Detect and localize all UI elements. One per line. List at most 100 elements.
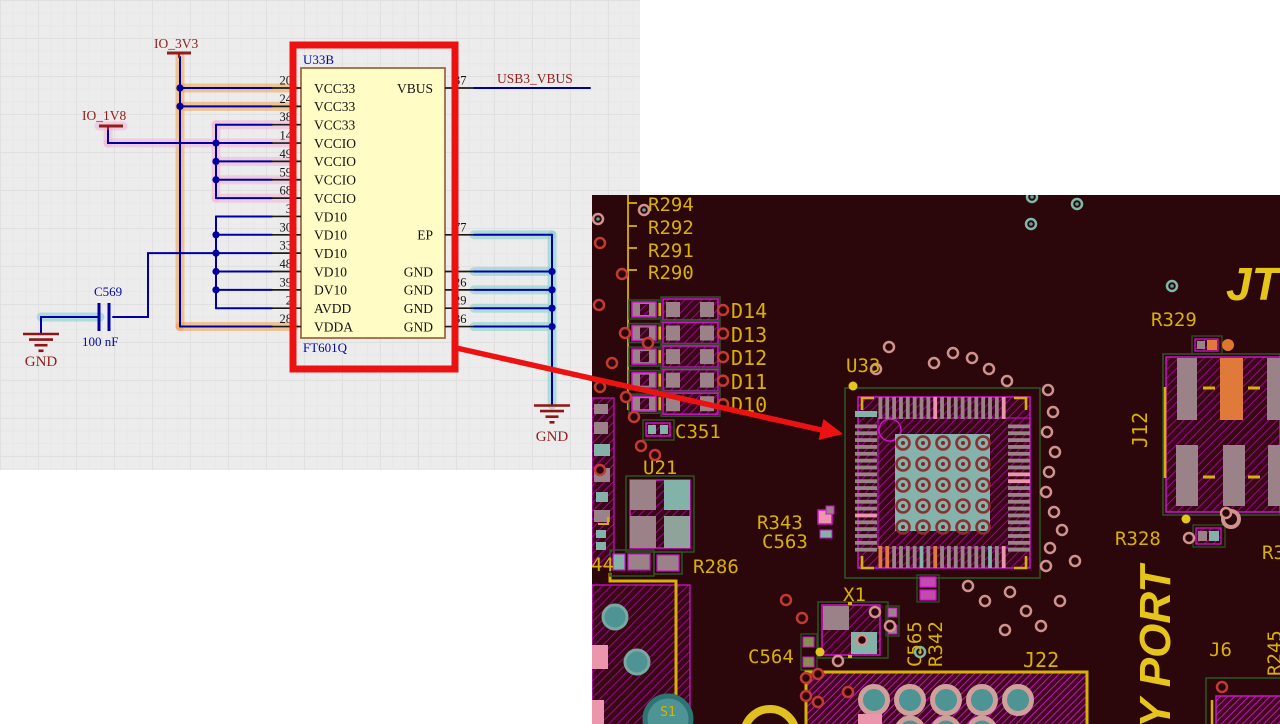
via [1046,405,1060,419]
pad [700,325,714,341]
pad [1008,445,1030,449]
silk-label: J6 [1209,639,1232,661]
silk-label: C351 [675,421,721,443]
pad [1209,531,1219,541]
thermal-via [975,519,991,535]
silk-label: X1 [843,584,866,606]
pad [855,506,877,511]
pad [1008,465,1030,470]
silk-dashes [1163,386,1260,479]
thermal-via [895,519,911,535]
r342-footprint[interactable] [916,574,940,603]
via [1047,505,1061,519]
pad [1008,540,1030,545]
silk-label: Y PORT [1131,563,1180,724]
pad [594,510,610,522]
thermal-via [915,477,931,493]
diode-footprint[interactable] [628,366,730,394]
pad [660,425,668,434]
left-edge-connector[interactable] [592,397,615,567]
pad [855,527,877,532]
via [811,695,825,709]
through-hole-pad [930,684,962,716]
thermal-via [955,477,971,493]
pad [630,516,656,548]
pad [1008,527,1030,532]
via [615,267,629,281]
pad [887,607,898,618]
via [982,362,996,376]
via [1003,585,1017,599]
pad [912,546,917,568]
diode-footprint[interactable] [628,390,730,417]
pad [855,499,877,504]
component-part-number: FT601Q [303,340,348,355]
thermal-via [955,435,971,451]
capacitor-value: 100 nF [82,334,118,349]
silk-label: R286 [693,556,739,578]
via [831,654,845,668]
pad [855,547,877,552]
pad [919,397,924,419]
j6-connector[interactable] [1205,677,1280,724]
pad [912,397,917,419]
pad [878,397,883,419]
via [605,356,619,370]
via [1042,465,1056,479]
via [648,448,662,462]
via [883,619,897,633]
u21-footprint[interactable] [625,475,695,553]
via [965,351,979,365]
silk-mark [658,350,661,364]
pad [885,546,890,568]
silk-label: R342 [925,621,947,667]
pad [592,645,608,669]
bottom-left-copper-region[interactable] [592,573,694,724]
pad [612,553,626,571]
pin-number: 26 [454,275,467,289]
thermal-via [975,456,991,472]
silk-label: R291 [648,240,694,262]
pad [1008,451,1030,456]
through-hole-pad [858,684,890,716]
pin-number: 2 [286,294,292,308]
pad [1008,534,1030,538]
r329-footprint[interactable] [1191,335,1223,355]
pad [700,302,714,317]
via [946,346,960,360]
j12-connector[interactable] [1162,353,1280,516]
pin-name: VD10 [314,246,347,261]
pad [1008,458,1030,463]
via [1034,619,1048,633]
pad [1008,438,1030,442]
diode-footprint[interactable] [628,296,730,323]
switch-s1[interactable] [642,693,694,724]
thermal-via [915,519,931,535]
power-net-label: IO_1V8 [82,108,126,123]
pin-number: 30 [280,220,293,234]
r328-footprint[interactable] [1192,524,1226,548]
pad [640,374,649,386]
u33-footprint[interactable] [844,387,1041,579]
pad [630,480,656,510]
pad [1198,531,1207,541]
pin-number: 33 [280,239,293,253]
pad [648,425,656,434]
pin-number: 38 [280,110,293,124]
capacitor-symbol[interactable] [97,303,111,331]
pin-name: VCCIO [314,173,356,188]
silk-circle [742,705,798,724]
pad [640,304,649,315]
pad [594,444,610,456]
small-passives[interactable] [609,549,683,577]
via [619,390,633,404]
pad [1008,506,1030,511]
thermal-via [915,456,931,472]
silk-label: R3 [1262,542,1280,564]
pin-name: VD10 [314,264,347,279]
diode-footprint[interactable] [628,343,730,370]
silk-label: D12 [731,346,767,370]
